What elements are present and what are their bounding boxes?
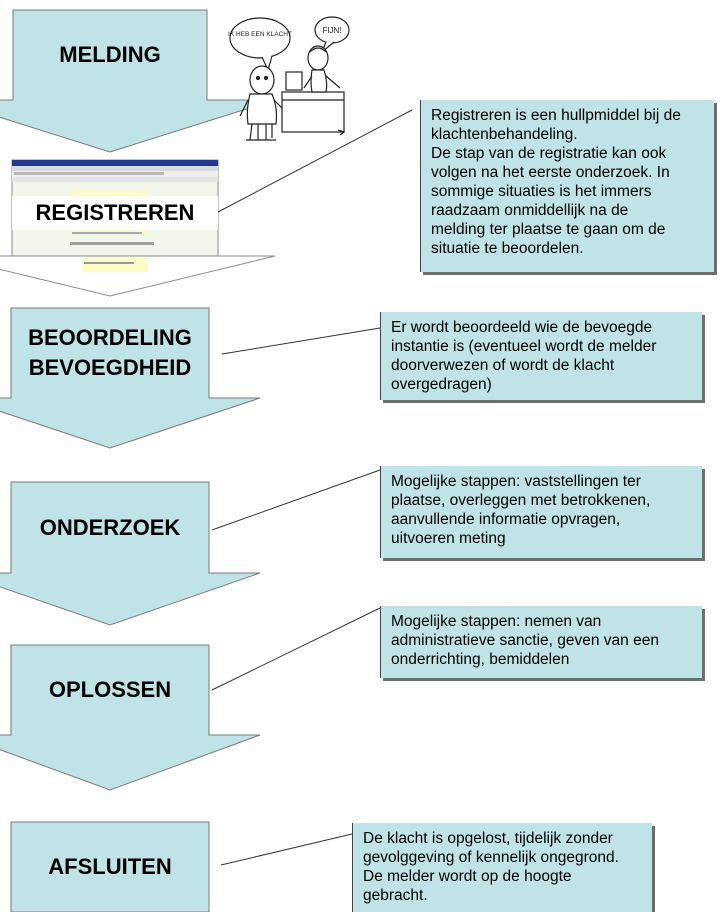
speech-right-text: FIJN! bbox=[322, 26, 341, 35]
note-line: aanvullende informatie opvragen, bbox=[391, 511, 621, 528]
note-line: sommige situaties is het immers bbox=[431, 183, 652, 200]
note-line: doorverwezen of wordt de klacht bbox=[391, 357, 615, 374]
step-arrow-registreren bbox=[0, 159, 276, 297]
note-line: plaatse, overleggen met betrokkenen, bbox=[391, 492, 651, 509]
note-line: instantie is (eventueel wordt de melder bbox=[391, 338, 657, 355]
connector-onderzoek bbox=[211, 469, 381, 531]
connector-registreren bbox=[217, 109, 413, 213]
note-line: Mogelijke stappen: vaststellingen ter bbox=[391, 473, 641, 490]
note-afsluiten: De klacht is opgelost, tijdelijk zonder … bbox=[352, 823, 652, 912]
note-beoordeling: Er wordt beoordeeld wie de bevoegde inst… bbox=[380, 312, 702, 400]
note-onderzoek: Mogelijke stappen: vaststellingen ter pl… bbox=[380, 466, 702, 558]
note-line: De melder wordt op de hoogte bbox=[363, 868, 572, 885]
note-line: De klacht is opgelost, tijdelijk zonder bbox=[363, 830, 613, 847]
note-line: overgedragen) bbox=[391, 376, 492, 393]
note-line: De stap van de registratie kan ook bbox=[431, 145, 667, 162]
note-line: Mogelijke stappen: nemen van bbox=[391, 613, 602, 630]
connector-afsluiten bbox=[220, 833, 353, 866]
note-line: volgen na het eerste onderzoek. In bbox=[431, 164, 670, 181]
note-registreren: Registreren is een hullpmiddel bij de kl… bbox=[420, 100, 714, 272]
speech-left-text: IK HEB EEN KLACHT bbox=[228, 31, 292, 38]
step-arrow-oplossen bbox=[0, 644, 261, 791]
step-arrow-onderzoek bbox=[0, 481, 261, 626]
note-line: uitvoeren meting bbox=[391, 530, 506, 547]
note-line: onderrichting, bemiddelen bbox=[391, 651, 570, 668]
note-line: raadzaam onmiddellijk na de bbox=[431, 202, 629, 219]
cartoon-illustration bbox=[229, 16, 350, 141]
note-line: administratieve sanctie, geven van een bbox=[391, 632, 659, 649]
note-line: Registreren is een hullpmiddel bij de bbox=[431, 107, 681, 124]
note-line: gebracht. bbox=[363, 887, 428, 904]
note-line: klachtenbehandeling. bbox=[431, 126, 578, 143]
connector-oplossen bbox=[211, 607, 381, 691]
note-line: Er wordt beoordeeld wie de bevoegde bbox=[391, 319, 653, 336]
step-arrow-beoordeling bbox=[0, 307, 261, 449]
note-line: gevolggeving of kennelijk ongegrond. bbox=[363, 849, 619, 866]
step-box-afsluiten bbox=[10, 821, 210, 912]
step-arrow-melding bbox=[0, 9, 276, 153]
note-line: situatie te beoordelen. bbox=[431, 240, 584, 257]
note-line: melding ter plaatse te gaan om de bbox=[431, 221, 666, 238]
connector-beoordeling bbox=[221, 327, 381, 355]
note-oplossen: Mogelijke stappen: nemen van administrat… bbox=[380, 606, 702, 678]
